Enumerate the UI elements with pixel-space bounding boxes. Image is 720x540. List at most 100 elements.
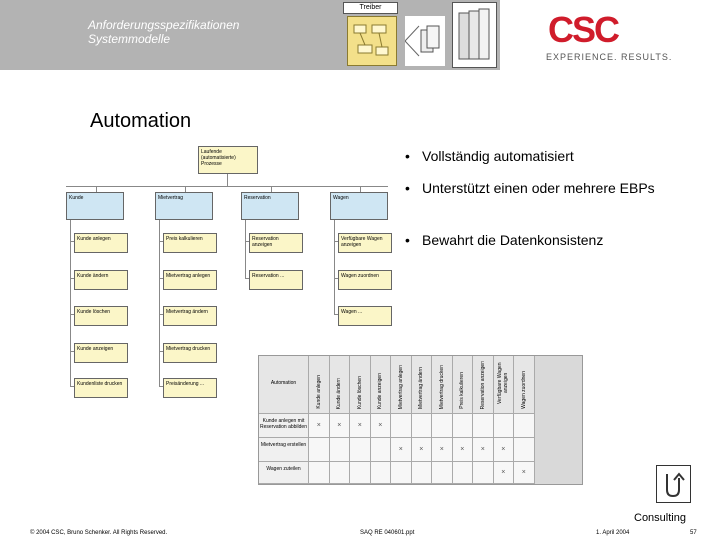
connector-line (159, 220, 160, 386)
stack-thumbnail (404, 16, 445, 66)
matrix-cell: × (493, 462, 514, 484)
matrix-row-label: Mietvertrag erstellen (259, 438, 309, 462)
org-item-box: Kunde löschen (74, 306, 128, 326)
org-item-box: Reservation ... (249, 270, 303, 290)
matrix-cell (452, 414, 473, 438)
connector-line (159, 314, 163, 315)
org-column-head: Reservation (241, 192, 299, 220)
matrix-corner: Automation (259, 356, 309, 414)
matrix-cell (432, 414, 453, 438)
matrix-column-head: Verfügbare Wagen anzeigen (493, 356, 514, 414)
org-item-box: Kunde anlegen (74, 233, 128, 253)
connector-line (70, 278, 74, 279)
org-root-box: Laufende (automatisierte) Prozesse (198, 146, 258, 174)
matrix-column-head: Kunde ändern (329, 356, 350, 414)
matrix-cell: × (493, 438, 514, 462)
matrix-cell: × (514, 462, 535, 484)
matrix-cell (514, 438, 535, 462)
bullet-dot: • (405, 148, 410, 164)
csc-tagline: EXPERIENCE. RESULTS. (546, 52, 673, 62)
org-item-box: Kundenliste drucken (74, 378, 128, 398)
footer-date: 1. April 2004 (596, 530, 630, 536)
logo-area: CSC EXPERIENCE. RESULTS. (500, 0, 720, 70)
matrix-column-label: Kunde ändern (336, 377, 343, 409)
connector-line (70, 386, 74, 387)
connector-line (70, 220, 71, 386)
matrix-column-head: Wagen zuordnen (514, 356, 535, 414)
connector-line (271, 186, 272, 192)
slide-title: Automation (90, 110, 192, 132)
matrix-cell (329, 462, 350, 484)
matrix-column-label: Kunde löschen (356, 375, 363, 409)
org-column-head: Kunde (66, 192, 124, 220)
connector-line (66, 186, 388, 187)
matrix-cell (452, 462, 473, 484)
matrix-cell (391, 414, 412, 438)
connector-line (70, 351, 74, 352)
org-item-box: Mietvertrag drucken (163, 343, 217, 363)
matrix-cell (309, 438, 330, 462)
connector-line (245, 220, 246, 278)
org-item-box: Mietvertrag ändern (163, 306, 217, 326)
csc-logo: CSC (548, 9, 620, 50)
matrix-cell (514, 414, 535, 438)
matrix-cell: × (329, 414, 350, 438)
connector-line (334, 220, 335, 314)
matrix-cell (370, 438, 391, 462)
org-item-box: Preisänderung ... (163, 378, 217, 398)
connector-line (185, 186, 186, 192)
connector-line (334, 314, 338, 315)
org-item-box: Reservation anzeigen (249, 233, 303, 253)
diagram-thumbnail (347, 16, 397, 66)
org-item-box: Wagen ... (338, 306, 392, 326)
matrix-cell (391, 462, 412, 484)
matrix-cell (411, 462, 432, 484)
matrix-cell (329, 438, 350, 462)
org-item-box: Verfügbare Wagen anzeigen (338, 233, 392, 253)
matrix-cell: × (411, 438, 432, 462)
matrix-cell: × (309, 414, 330, 438)
matrix-cell (350, 438, 371, 462)
matrix-column-label: Kunde anzeigen (377, 372, 384, 409)
matrix-row-label: Wagen zuteilen (259, 462, 309, 484)
org-column-head: Mietvertrag (155, 192, 213, 220)
matrix-column-label: Verfügbare Wagen anzeigen (497, 362, 510, 404)
bullet-text: Vollständig automatisiert (422, 148, 574, 164)
connector-line (227, 174, 228, 186)
org-item-box: Preis kalkulieren (163, 233, 217, 253)
matrix-cell (473, 462, 494, 484)
matrix-column-head: Kunde anzeigen (370, 356, 391, 414)
matrix-column-label: Mietvertrag anlegen (397, 364, 404, 409)
matrix-column-head: Reservation anzeigen (473, 356, 494, 414)
matrix-column-head: Mietvertrag anlegen (391, 356, 412, 414)
matrix-cell (473, 414, 494, 438)
connector-line (245, 278, 249, 279)
connector-line (70, 314, 74, 315)
matrix-cell: × (473, 438, 494, 462)
header-title-line1: Anforderungsspezifikationen (88, 18, 240, 32)
connector-line (245, 241, 249, 242)
matrix-column-head: Mietvertrag ändern (411, 356, 432, 414)
bullet-dot: • (405, 232, 410, 248)
matrix-column-label: Reservation anzeigen (479, 360, 486, 409)
matrix-cell (493, 414, 514, 438)
footer-copyright: © 2004 CSC, Bruno Schenker. All Rights R… (30, 530, 168, 536)
matrix-cell (432, 462, 453, 484)
consulting-logo (656, 465, 691, 503)
u-turn-icon (666, 472, 685, 498)
documents-thumbnail (452, 2, 497, 68)
connector-line (96, 186, 97, 192)
header-title-line2: Systemmodelle (88, 32, 171, 46)
matrix-column-label: Wagen zuordnen (520, 371, 527, 409)
matrix-column-head: Kunde anlegen (309, 356, 330, 414)
matrix-column-head: Kunde löschen (350, 356, 371, 414)
matrix-cell (309, 462, 330, 484)
consulting-label: Consulting (634, 512, 686, 524)
bullet-dot: • (405, 180, 410, 196)
matrix-cell: × (391, 438, 412, 462)
header-band: Anforderungsspezifikationen Systemmodell… (0, 0, 720, 70)
matrix-column-label: Mietvertrag ändern (418, 367, 425, 409)
matrix-column-label: Mietvertrag drucken (438, 364, 445, 409)
matrix-column-label: Preis kalkulieren (459, 372, 466, 409)
